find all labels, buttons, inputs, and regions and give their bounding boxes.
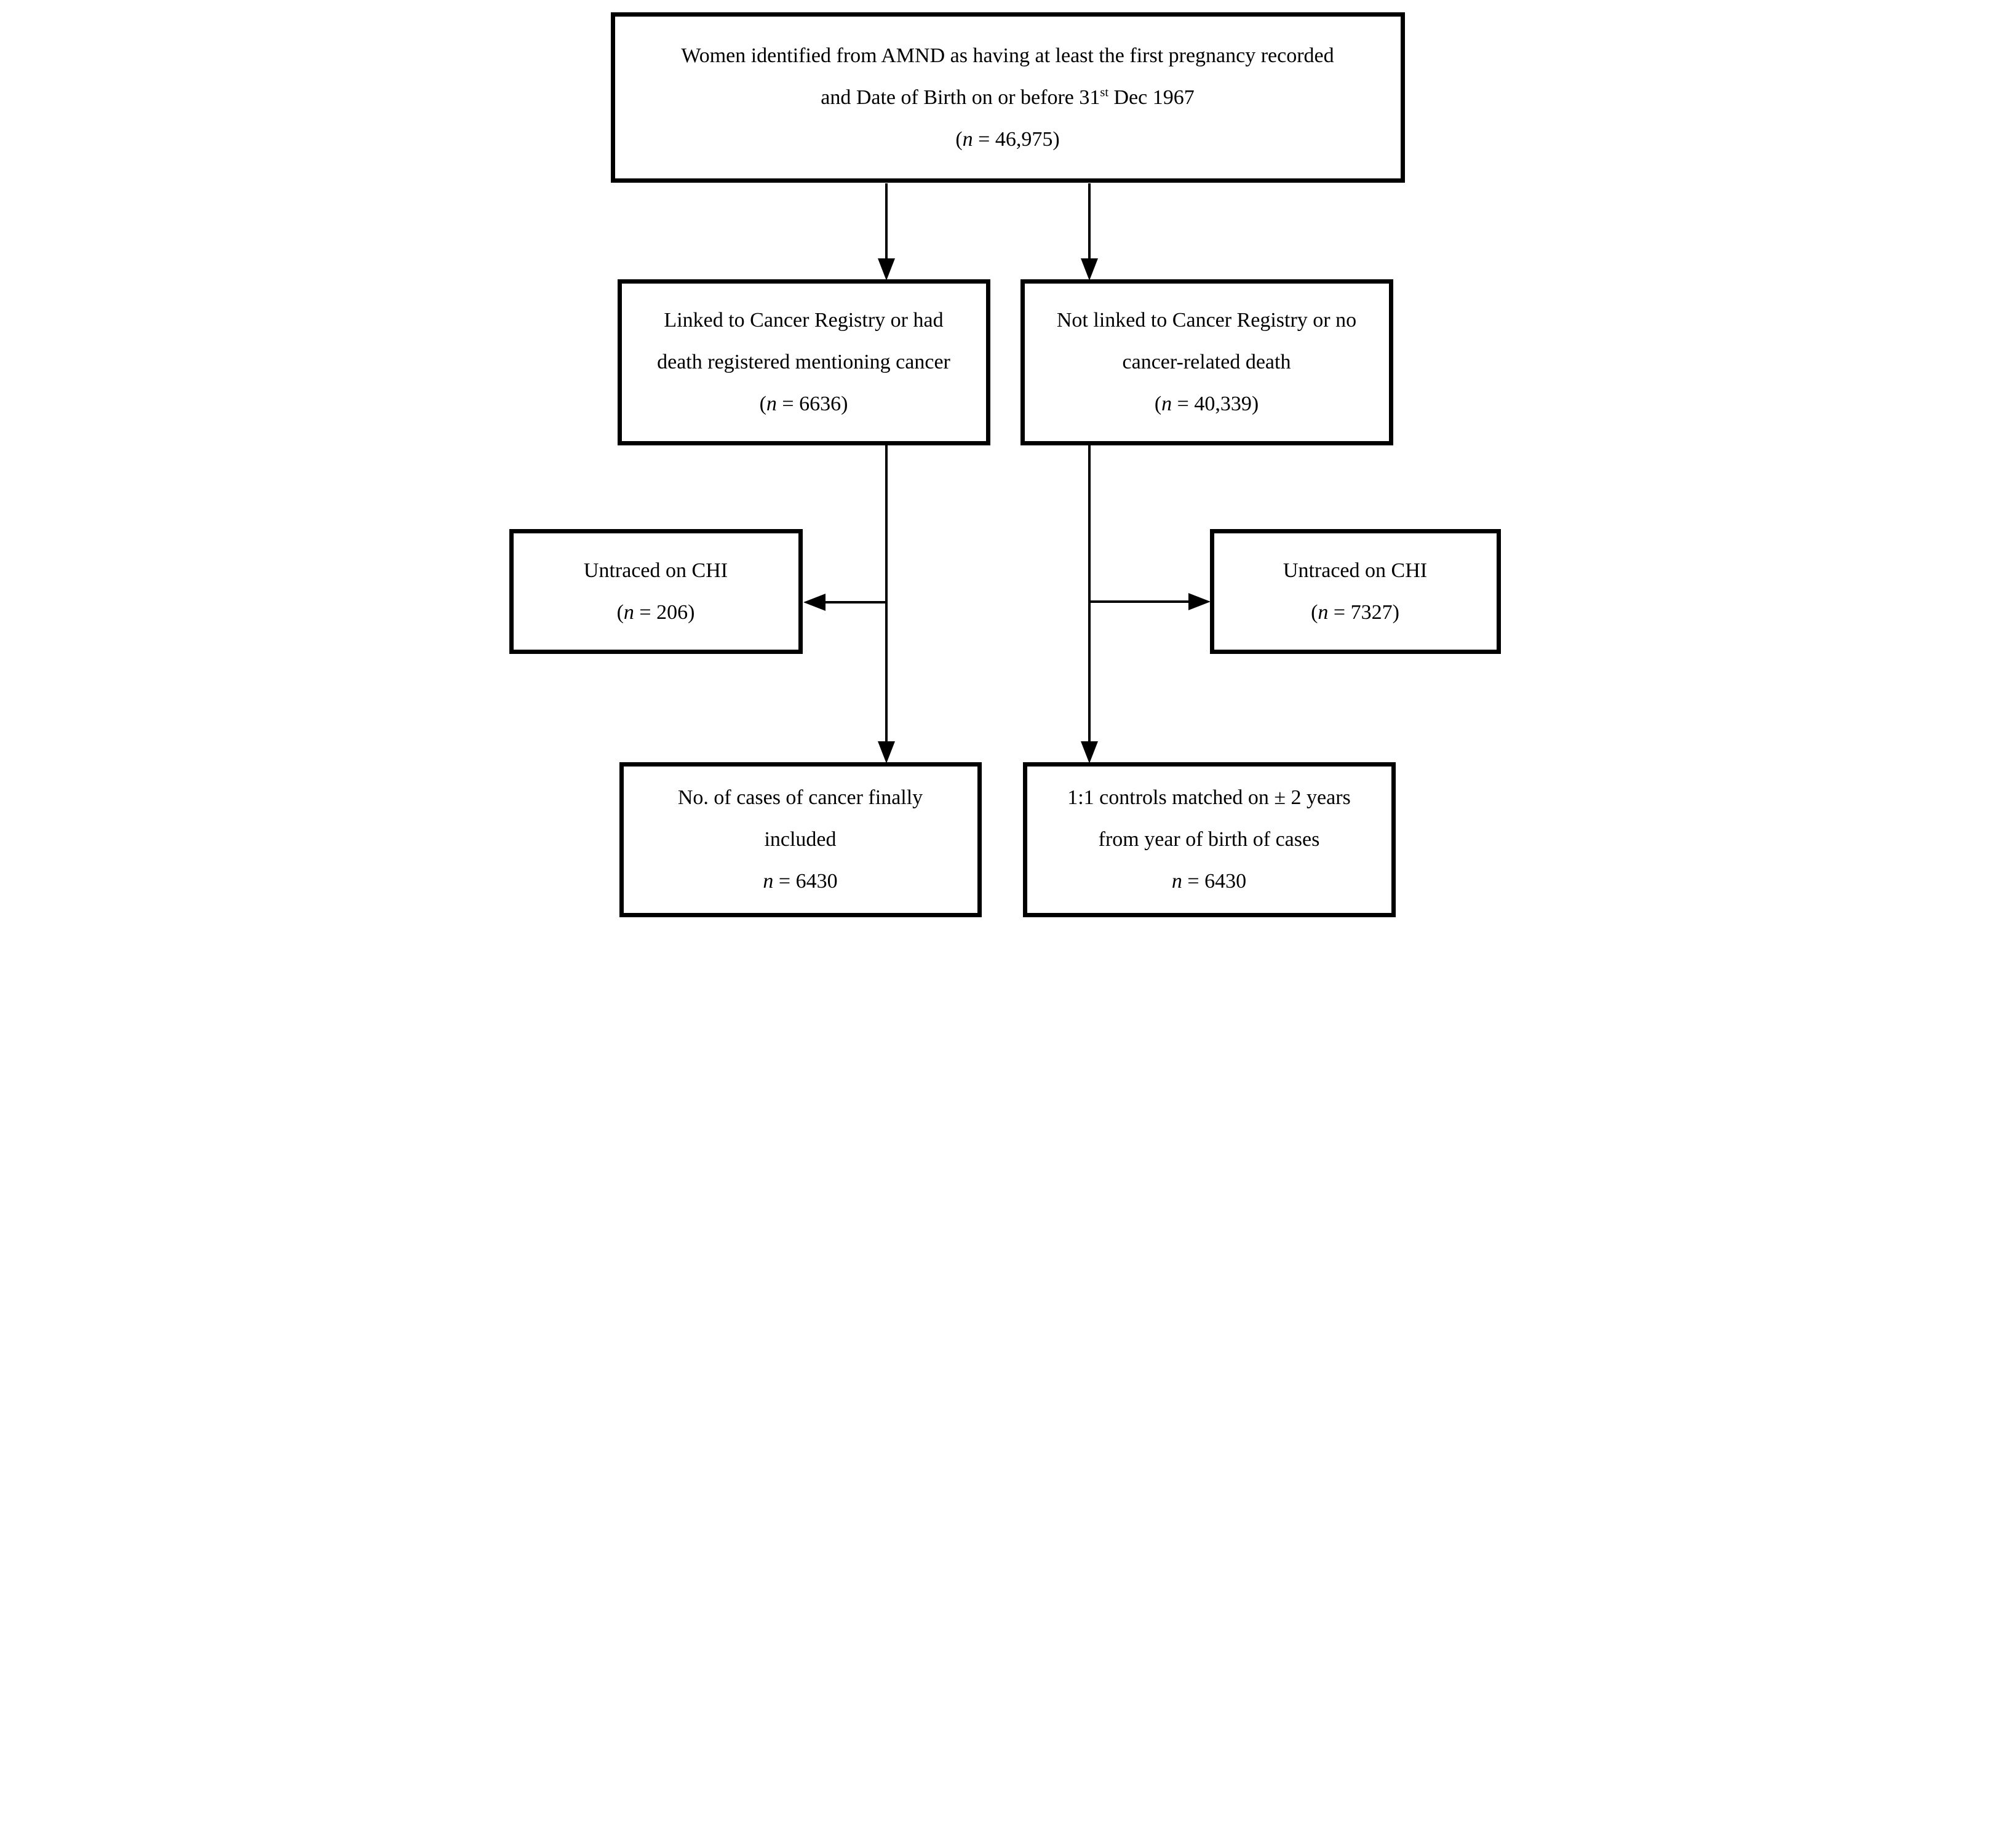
count-n: n xyxy=(1161,392,1172,415)
arrowhead-not-linked-to-controls xyxy=(1080,741,1098,763)
box-identified-women: Women identified from AMND as having at … xyxy=(610,12,1405,183)
count-n: n xyxy=(766,392,777,415)
untraced-left-line1: Untraced on CHI xyxy=(583,559,728,582)
box-untraced-chi-cases: Untraced on CHI (n = 206) xyxy=(509,529,803,654)
box-final-cases: No. of cases of cancer finally included … xyxy=(619,762,982,917)
not-linked-line2: cancer-related death xyxy=(1122,351,1291,373)
count-n: n xyxy=(763,870,774,893)
count-value: = 40,339) xyxy=(1172,392,1259,415)
linked-line1: Linked to Cancer Registry or had xyxy=(664,309,944,332)
count-value: = 46,975) xyxy=(973,127,1060,151)
matched-controls-line1: 1:1 controls matched on ± 2 years xyxy=(1067,786,1351,809)
box-linked-cancer-registry: Linked to Cancer Registry or had death r… xyxy=(617,279,990,445)
linked-line2: death registered mentioning cancer xyxy=(657,351,950,373)
count-n: n xyxy=(1318,600,1329,624)
count-open: ( xyxy=(1154,392,1162,415)
not-linked-count: (n = 40,339) xyxy=(1155,383,1259,425)
box-untraced-chi-controls: Untraced on CHI (n = 7327) xyxy=(1209,529,1501,654)
final-cases-line1: No. of cases of cancer finally xyxy=(677,786,923,809)
count-value: = 6636) xyxy=(776,392,848,415)
count-n: n xyxy=(1171,870,1182,893)
count-open: ( xyxy=(616,600,624,624)
arrowhead-top-to-linked xyxy=(877,258,895,281)
count-n: n xyxy=(962,127,973,151)
final-cases-count: n = 6430 xyxy=(763,861,837,902)
identified-women-count: (n = 46,975) xyxy=(955,119,1059,161)
line2-suffix: Dec 1967 xyxy=(1108,86,1195,109)
count-value: = 6430 xyxy=(773,870,838,893)
final-cases-line2: included xyxy=(764,828,837,851)
count-open: ( xyxy=(955,127,963,151)
arrowhead-top-to-not-linked xyxy=(1080,258,1098,281)
box-matched-controls: 1:1 controls matched on ± 2 years from y… xyxy=(1022,762,1396,917)
untraced-right-line1: Untraced on CHI xyxy=(1283,559,1428,582)
count-value: = 7327) xyxy=(1328,600,1399,624)
flowchart: Women identified from AMND as having at … xyxy=(502,0,1507,924)
untraced-left-count: (n = 206) xyxy=(617,592,695,634)
superscript-st: st xyxy=(1100,86,1108,100)
matched-controls-count: n = 6430 xyxy=(1172,861,1246,902)
matched-controls-line2: from year of birth of cases xyxy=(1098,828,1320,851)
arrowhead-not-linked-to-untraced-right xyxy=(1188,593,1211,610)
identified-women-line2: and Date of Birth on or before 31st Dec … xyxy=(821,77,1195,119)
count-open: ( xyxy=(759,392,766,415)
arrowhead-linked-to-cases xyxy=(877,741,895,763)
line2-prefix: and Date of Birth on or before 31 xyxy=(821,86,1100,109)
not-linked-line1: Not linked to Cancer Registry or no xyxy=(1056,309,1357,332)
count-n: n xyxy=(623,600,634,624)
box-not-linked-cancer-registry: Not linked to Cancer Registry or no canc… xyxy=(1020,279,1393,445)
identified-women-line1: Women identified from AMND as having at … xyxy=(681,44,1334,67)
untraced-right-count: (n = 7327) xyxy=(1311,592,1399,634)
linked-count: (n = 6636) xyxy=(760,383,848,425)
arrowhead-linked-to-untraced-left xyxy=(803,594,825,611)
count-open: ( xyxy=(1311,600,1318,624)
count-value: = 6430 xyxy=(1182,870,1247,893)
count-value: = 206) xyxy=(634,600,695,624)
